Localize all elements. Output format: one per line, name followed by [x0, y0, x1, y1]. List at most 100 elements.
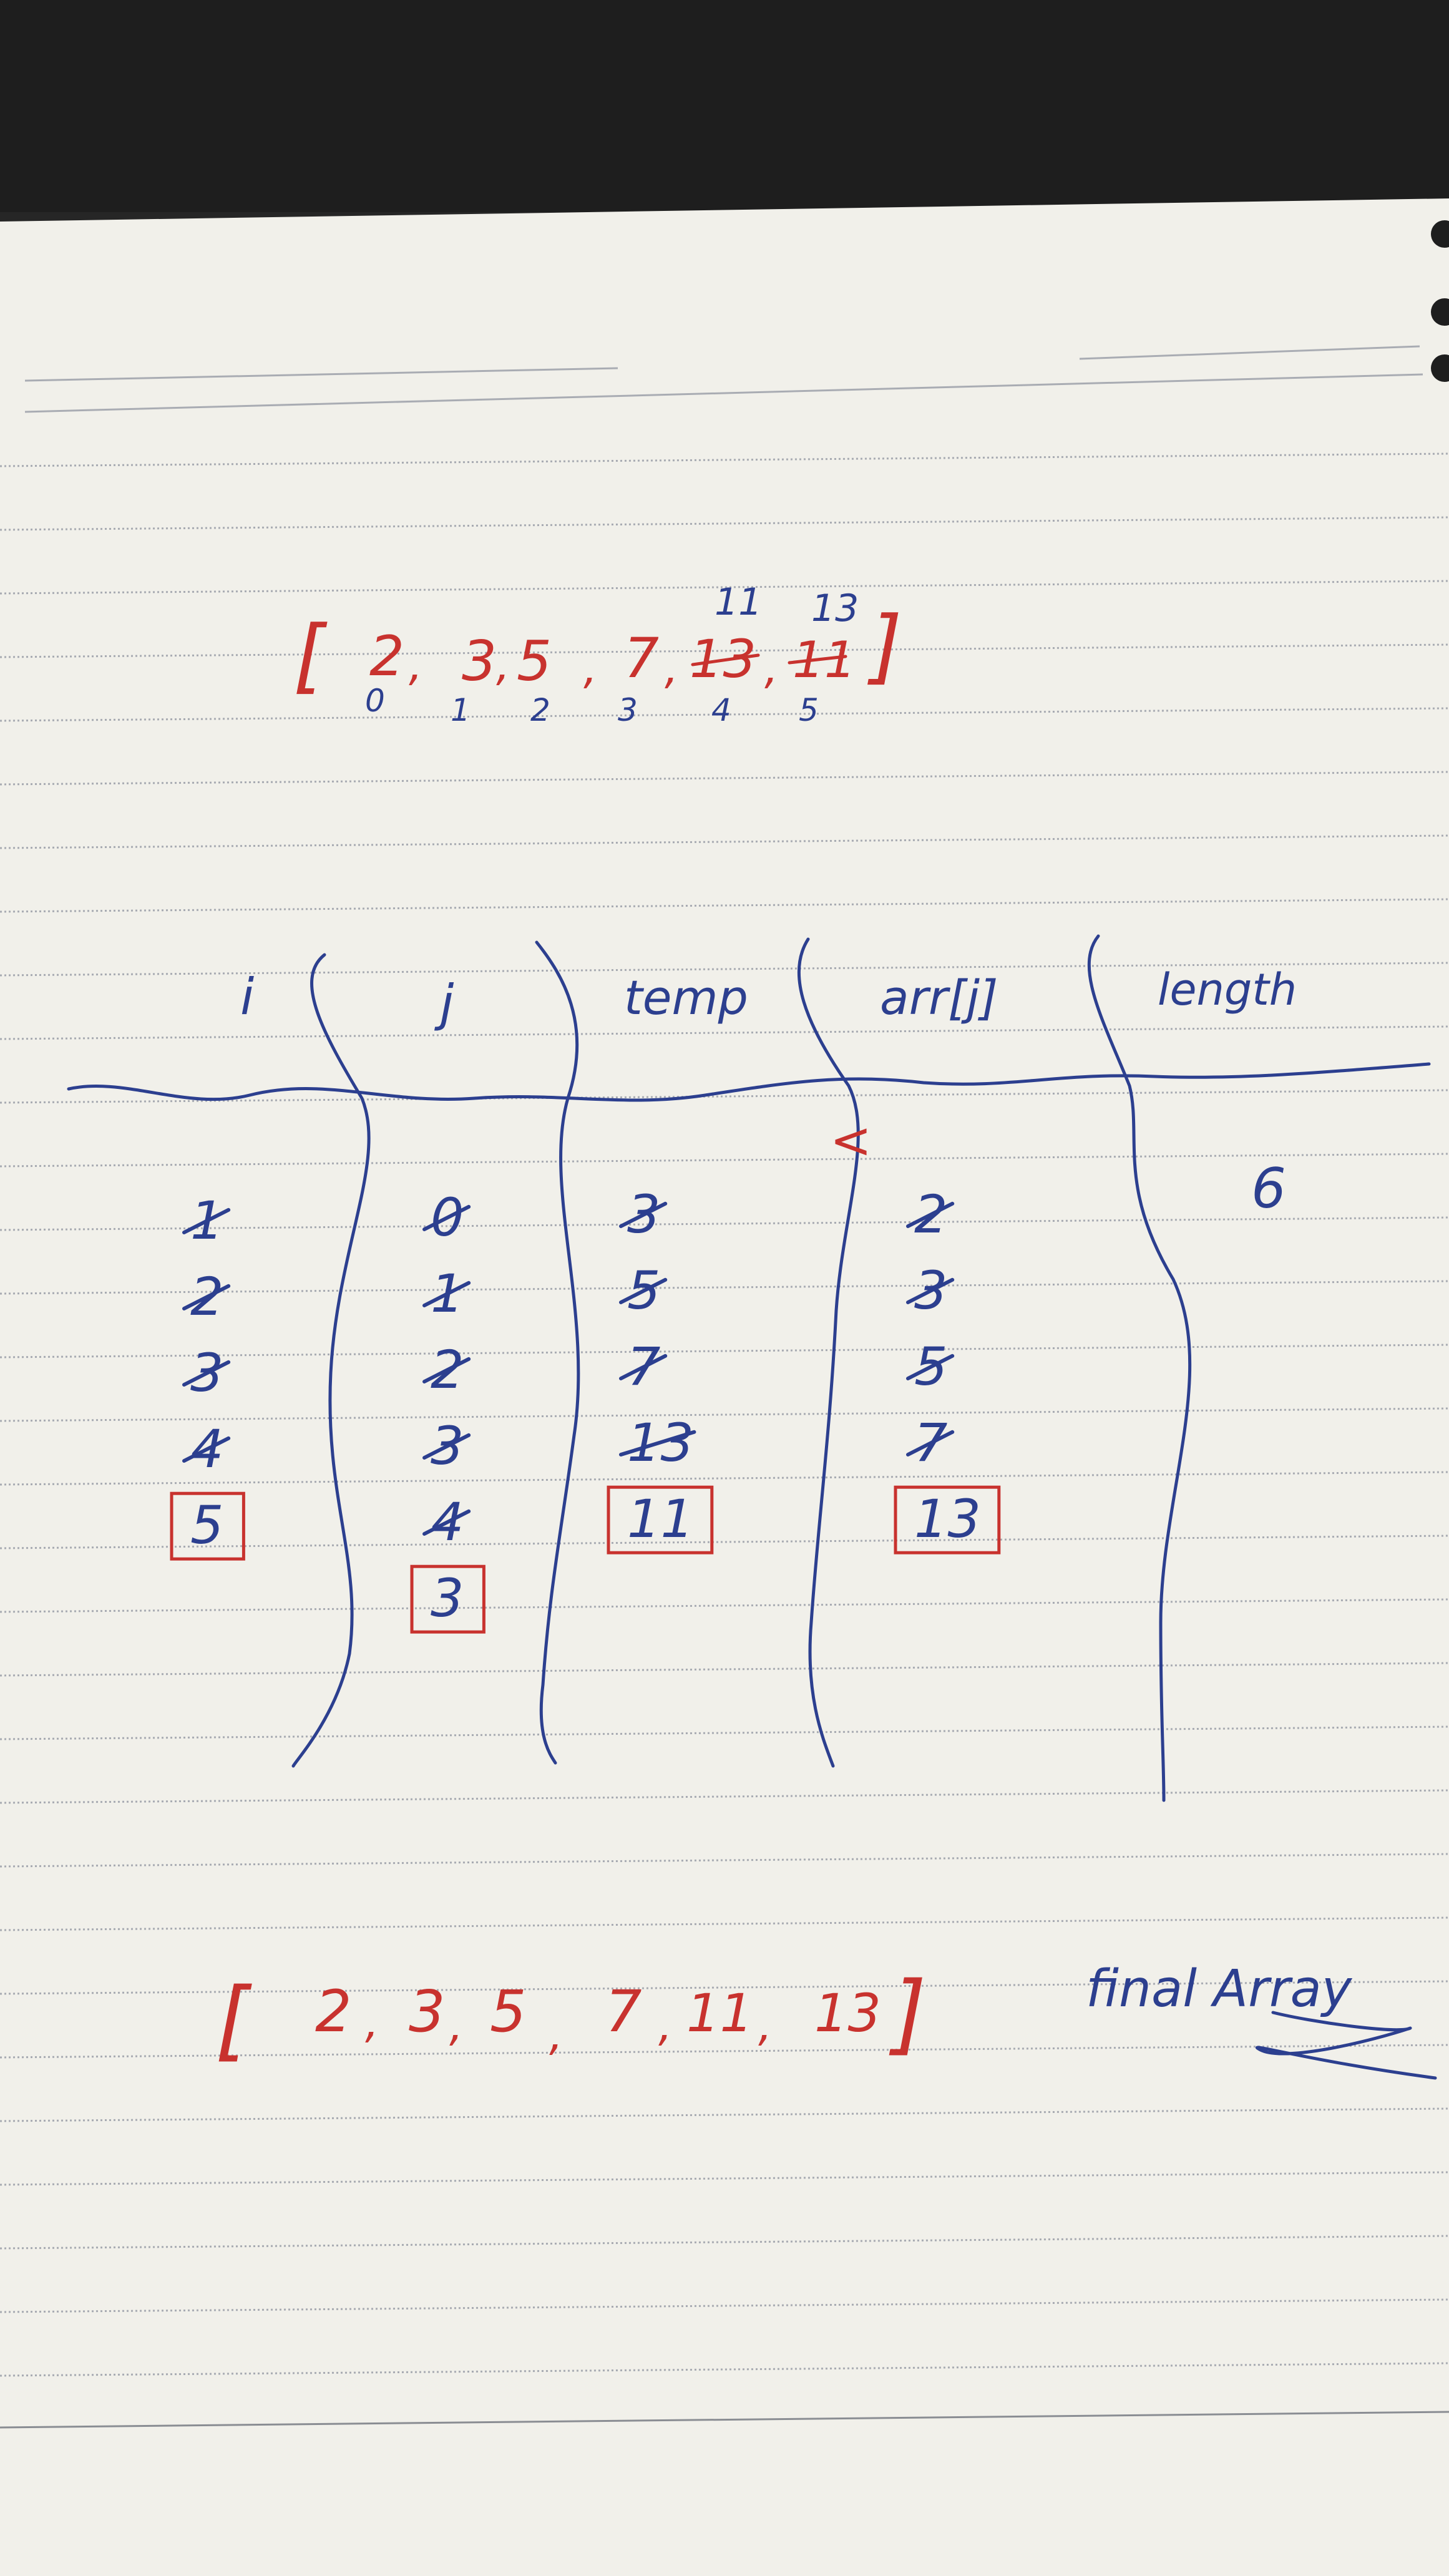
ruled-line — [0, 2235, 1449, 2250]
top-array-comma: , — [764, 643, 778, 694]
cell-j-final-box — [410, 1564, 485, 1634]
top-array-comma: , — [409, 640, 422, 691]
ruled-line — [0, 771, 1449, 786]
final-array-comma: , — [365, 1997, 379, 2048]
strike-through — [422, 1357, 471, 1383]
top-array-comma: , — [665, 643, 678, 694]
ruled-line — [0, 1789, 1449, 1804]
ruled-line — [0, 643, 1449, 658]
top-array-comma: , — [583, 643, 597, 694]
final-array-comma: , — [758, 2000, 772, 2051]
top-array-value: 5 — [517, 629, 552, 693]
paper-sheet — [0, 198, 1449, 2576]
cell-temp-final-value: 11 — [627, 1488, 694, 1549]
comparison-mark: < — [830, 1111, 872, 1169]
ruled-line — [0, 2298, 1449, 2313]
ruled-line — [0, 898, 1449, 913]
strike-through — [691, 653, 760, 666]
strike-through — [182, 1208, 231, 1234]
top-array-value: 2 — [369, 624, 404, 688]
final-array-comma: , — [549, 2009, 563, 2061]
column-divider — [291, 953, 371, 1768]
strike-through — [422, 1433, 471, 1460]
strike-through — [422, 1509, 471, 1536]
top-array-index: 4 — [711, 692, 731, 728]
ruled-line — [0, 1407, 1449, 1422]
header-length: length — [1158, 964, 1297, 1015]
top-array-index: 1 — [451, 692, 471, 728]
column-divider — [535, 940, 580, 1765]
final-array-comma: , — [449, 2000, 463, 2051]
header-arr-j: arr[j] — [880, 970, 998, 1025]
top-array-index: 5 — [799, 692, 819, 728]
header-temp: temp — [624, 970, 748, 1025]
swapped-value-above: 11 — [715, 580, 762, 624]
ruled-line — [0, 834, 1449, 849]
strike-through — [422, 1204, 471, 1231]
cell-arr-j-final-box — [894, 1485, 1001, 1554]
ruled-line — [0, 1216, 1449, 1231]
final-array-value: 5 — [490, 1978, 527, 2045]
final-array-close-bracket: ] — [889, 1963, 927, 2065]
trace-table: i j temp arr[j] length < — [67, 934, 1431, 1802]
dark-top-area — [0, 0, 1449, 212]
top-array: [ ] 2 , 0 3 , 1 5 , 2 7 , 3 13 , 4 11 5 … — [293, 580, 902, 728]
strike-through — [906, 1430, 955, 1456]
final-array-caption: final Array — [1086, 1959, 1353, 2019]
strike-through — [619, 1354, 668, 1380]
top-array-comma: , — [496, 640, 510, 691]
ruled-line — [0, 1853, 1449, 1868]
cell-i-final-value: 5 — [190, 1495, 223, 1556]
cell-arr-j-final-value: 13 — [914, 1488, 981, 1549]
strike-through — [906, 1201, 955, 1228]
ruled-line — [0, 1471, 1449, 1486]
ruled-line — [0, 516, 1449, 531]
ruled-line — [0, 2171, 1449, 2186]
final-array-value: 11 — [686, 1983, 753, 2044]
ruled-line — [0, 2107, 1449, 2122]
ruled-line — [0, 1153, 1449, 1168]
binder-holes — [1431, 220, 1449, 382]
ruled-line — [0, 707, 1449, 722]
final-array: [ ] 2 , 3 , 5 , 7 , 11 , 13 final Array — [215, 1959, 1437, 2080]
strike-through — [906, 1277, 955, 1304]
strike-through — [422, 1281, 471, 1307]
ruled-line — [0, 1534, 1449, 1549]
strike-through — [788, 655, 847, 665]
cell-i-final-box — [170, 1491, 245, 1561]
ruled-line — [0, 2044, 1449, 2059]
cell-temp-final-box — [607, 1485, 714, 1554]
column-divider — [1087, 934, 1192, 1802]
strike-through — [182, 1284, 231, 1310]
final-array-value: 3 — [409, 1978, 446, 2045]
ruled-lines — [0, 452, 1449, 2377]
top-array-index: 0 — [365, 683, 385, 719]
header-rules — [24, 345, 1423, 413]
swapped-value-above: 13 — [811, 587, 859, 630]
strike-through — [619, 1277, 668, 1304]
header-separator-line — [67, 1062, 1431, 1102]
cell-j-final-value: 3 — [431, 1568, 464, 1629]
final-array-value: 13 — [814, 1983, 881, 2044]
strike-through — [619, 1430, 696, 1456]
strike-through — [182, 1360, 231, 1387]
strike-through — [619, 1201, 668, 1228]
ruled-line — [0, 580, 1449, 595]
caption-underline-flourish — [1256, 2011, 1437, 2080]
strike-through — [906, 1354, 955, 1380]
ruled-line — [0, 1025, 1449, 1040]
ruled-line — [0, 1980, 1449, 1995]
final-array-value: 2 — [315, 1978, 352, 2045]
ruled-line — [0, 1662, 1449, 1677]
ruled-line — [0, 1916, 1449, 1931]
final-array-open-bracket: [ — [215, 1969, 252, 2071]
header-i: i — [240, 968, 254, 1026]
top-array-value: 3 — [462, 629, 497, 693]
cell-length-value: 6 — [1251, 1156, 1286, 1221]
top-array-index: 2 — [530, 692, 550, 728]
ruled-line — [0, 1089, 1449, 1104]
bottom-rule — [0, 2411, 1449, 2429]
column-divider — [797, 937, 860, 1768]
final-array-value: 7 — [605, 1978, 642, 2045]
